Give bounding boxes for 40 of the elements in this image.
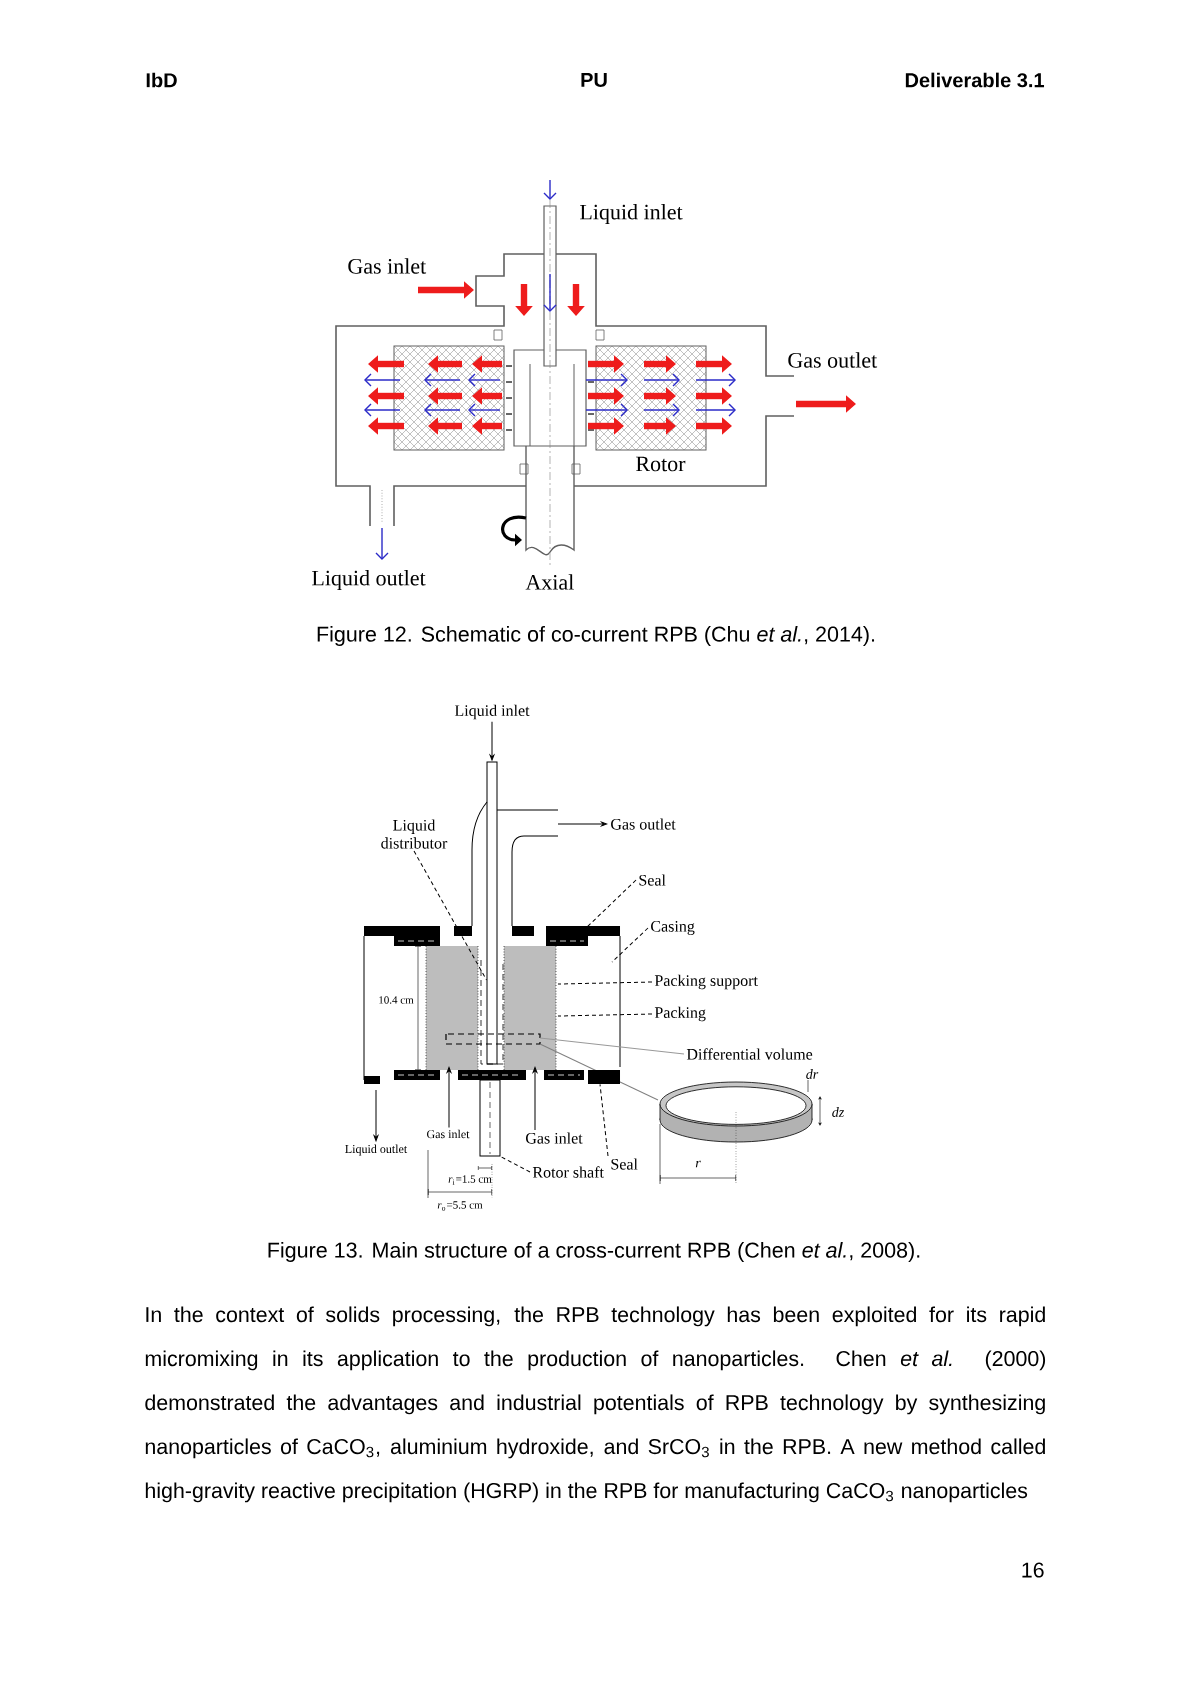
- header-text: PU: [581, 73, 607, 87]
- callout-label: Seal: [611, 1158, 638, 1170]
- page-number: 16: [1022, 1562, 1044, 1578]
- header-text: Deliverable 3.1: [905, 72, 1045, 88]
- arrow: [557, 821, 608, 827]
- flow-label: Gas inlet: [348, 258, 427, 274]
- pipe: [486, 761, 498, 1065]
- flow-label: Liquid inlet: [454, 704, 530, 720]
- leader-line: [413, 850, 487, 981]
- leader-line: [539, 1037, 685, 1055]
- callout-label: Rotor shaft: [532, 1166, 604, 1178]
- callout-label: Packing: [654, 1006, 706, 1022]
- figure-caption: Figure 12. Schematic of co-current RPB (Chu et al., 2014).: [317, 626, 875, 646]
- flow-label: Gas outlet: [788, 352, 878, 368]
- arrow: [373, 1089, 379, 1142]
- part-label: Rotor: [636, 456, 686, 472]
- arrow: [446, 1066, 452, 1128]
- callout-label: Differential volume: [686, 1048, 813, 1060]
- flow-label: Liquid inlet: [580, 204, 683, 224]
- callout-label: Liquid distributor: [381, 819, 448, 849]
- callout-label: Packing support: [654, 974, 758, 990]
- seal: [588, 1070, 620, 1084]
- flow-label: Gas inlet: [526, 1132, 583, 1144]
- arrow: [532, 1066, 538, 1131]
- arrow: [489, 721, 495, 761]
- flow-label: Liquid outlet: [312, 570, 426, 590]
- figure-caption: Figure 13. Main structure of a cross-current RPB (Chen et al., 2008).: [268, 1242, 920, 1262]
- shaft: [479, 1079, 501, 1157]
- part-label: Axial: [525, 574, 574, 590]
- callout-label: Seal: [639, 874, 666, 886]
- body-paragraph: In the context of solids processing, the RPB technology has been exploited for its rapid micromixing in its application to the production of nanoparticles. Chen et al. (2000) demonstrated the advantages and industrial potentials of RPB technology by synthesizing nanoparticles of CaCO$_{3}$, aluminium hydroxide, and SrCO$_{3}$ in the RPB. A new method called high-gravity reactive precipitation (HGRP) in the RPB for manufacturing CaCO$_{3}$ nanoparticles: [145, 1306, 1046, 1503]
- leader-line: [599, 1083, 609, 1157]
- leader-line: [557, 981, 653, 985]
- flow-label: Gas outlet: [611, 818, 676, 830]
- leader-line: [500, 1156, 531, 1173]
- callout-label: Casing: [651, 921, 695, 936]
- header-text: IbD: [146, 72, 177, 88]
- leader-line: [585, 879, 637, 929]
- leader-line: [611, 927, 649, 963]
- leader-line: [557, 1013, 653, 1017]
